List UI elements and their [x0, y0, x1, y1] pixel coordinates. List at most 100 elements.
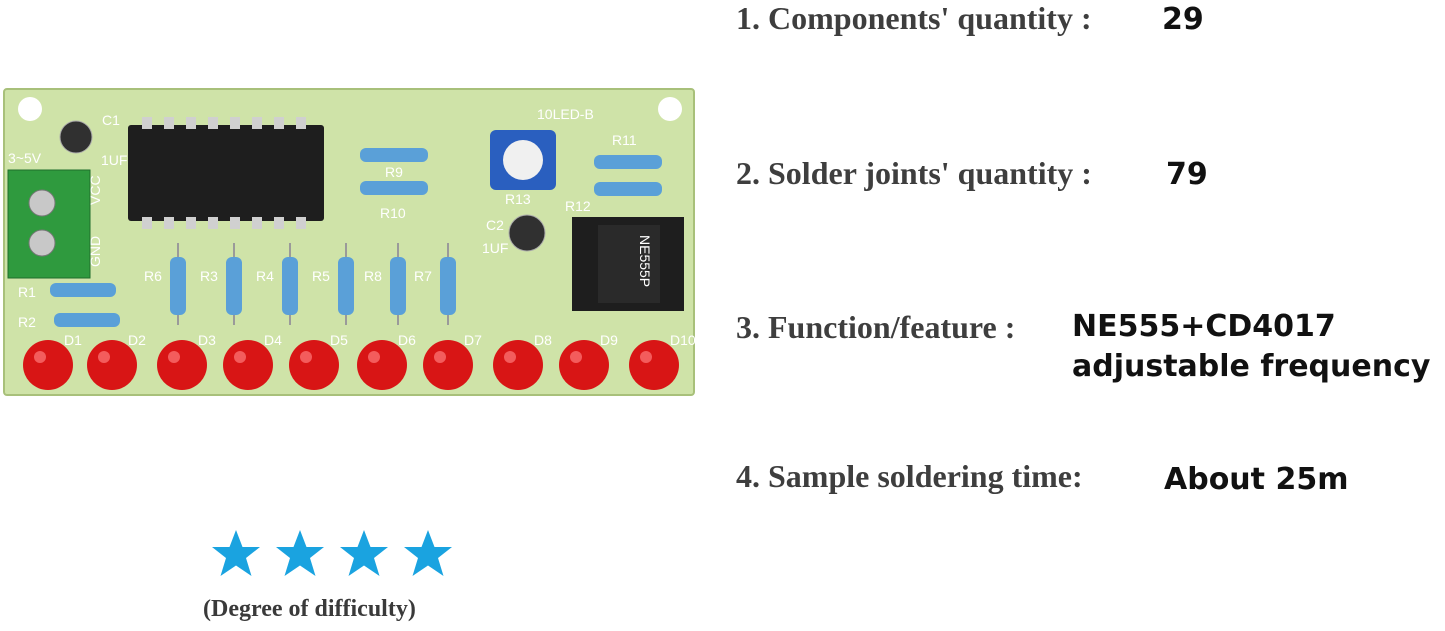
cd4017-pin-top — [208, 117, 218, 129]
cd4017-pin-top — [164, 117, 174, 129]
resistor-r7 — [440, 257, 456, 315]
star-icon — [212, 530, 260, 576]
mount-hole-left — [18, 97, 42, 121]
star-icon — [340, 530, 388, 576]
led-d7 — [423, 340, 473, 390]
cd4017-chip — [128, 125, 324, 221]
led-d8-label: D8 — [534, 332, 552, 348]
pcb-board-image: 10LED-B 3~5V VCC GND C1 1UF R9 R10 R13 C… — [0, 85, 700, 400]
led-highlight — [570, 351, 582, 363]
spec-components-label: 1. Components' quantity : — [736, 0, 1092, 36]
resistor-r8 — [390, 257, 406, 315]
led-highlight — [98, 351, 110, 363]
spec-components-value: 29 — [1162, 2, 1204, 37]
difficulty-caption: (Degree of difficulty) — [203, 596, 416, 622]
cd4017-pin-bottom — [296, 217, 306, 229]
r1-label: R1 — [18, 284, 36, 300]
led-d6-label: D6 — [398, 332, 416, 348]
resistor-r11 — [594, 155, 662, 169]
cd4017-pin-top — [296, 117, 306, 129]
led-d9-label: D9 — [600, 332, 618, 348]
star-shape — [212, 530, 260, 576]
resistor-r3 — [226, 257, 242, 315]
led-d5-label: D5 — [330, 332, 348, 348]
potentiometer-knob — [503, 140, 543, 180]
cd4017-pin-bottom — [230, 217, 240, 229]
spec-function-label: 3. Function/feature : — [736, 309, 1016, 345]
resistor-r8-label: R8 — [364, 268, 382, 284]
r9-label: R9 — [385, 164, 403, 180]
spec-solder-joints-value: 79 — [1166, 157, 1208, 192]
spec-solder-joints-label: 2. Solder joints' quantity : — [736, 155, 1092, 191]
cd4017-pin-top — [274, 117, 284, 129]
vcc-label: VCC — [87, 175, 103, 205]
cd4017-pin-top — [230, 117, 240, 129]
led-d2-label: D2 — [128, 332, 146, 348]
led-highlight — [234, 351, 246, 363]
ne555-chip-text: NE555P — [637, 235, 653, 287]
cd4017-pin-bottom — [142, 217, 152, 229]
c2-label: C2 — [486, 217, 504, 233]
led-highlight — [434, 351, 446, 363]
r12-label: R12 — [565, 198, 591, 214]
led-highlight — [640, 351, 652, 363]
mount-hole-right — [658, 97, 682, 121]
led-highlight — [368, 351, 380, 363]
terminal-screw-bottom — [28, 229, 56, 257]
led-d10-label: D10 — [670, 332, 696, 348]
resistor-r2 — [54, 313, 120, 327]
led-d8 — [493, 340, 543, 390]
led-d9 — [559, 340, 609, 390]
led-d10 — [629, 340, 679, 390]
led-d4 — [223, 340, 273, 390]
led-d5 — [289, 340, 339, 390]
terminal-screw-top — [28, 189, 56, 217]
led-d6 — [357, 340, 407, 390]
cd4017-pin-bottom — [274, 217, 284, 229]
star-shape — [276, 530, 324, 576]
spec-function-value-line1: NE555+CD4017 — [1072, 309, 1336, 344]
led-highlight — [300, 351, 312, 363]
cd4017-pin-bottom — [252, 217, 262, 229]
resistor-r10 — [360, 181, 428, 195]
resistor-r7-label: R7 — [414, 268, 432, 284]
ne555-chip — [598, 225, 660, 303]
led-d3 — [157, 340, 207, 390]
cd4017-pin-top — [142, 117, 152, 129]
capacitor-c2 — [508, 214, 546, 252]
resistor-r4 — [282, 257, 298, 315]
r11-label: R11 — [612, 132, 637, 148]
spec-soldering-time-label: 4. Sample soldering time: — [736, 458, 1083, 494]
resistor-r3-label: R3 — [200, 268, 218, 284]
star-icon — [404, 530, 452, 576]
c1-value-label: 1UF — [101, 152, 127, 168]
power-terminal-block — [7, 169, 91, 279]
resistor-r5-label: R5 — [312, 268, 330, 284]
led-highlight — [34, 351, 46, 363]
led-d1-label: D1 — [64, 332, 82, 348]
resistor-r4-label: R4 — [256, 268, 274, 284]
board-name-label: 10LED-B — [537, 106, 594, 122]
gnd-label: GND — [87, 236, 103, 267]
spec-function-value-line2: adjustable frequency — [1072, 349, 1431, 384]
led-d1 — [23, 340, 73, 390]
led-highlight — [168, 351, 180, 363]
cd4017-pin-bottom — [208, 217, 218, 229]
cd4017-pin-top — [186, 117, 196, 129]
cd4017-pin-bottom — [164, 217, 174, 229]
cd4017-pins — [142, 117, 306, 229]
resistor-r6 — [170, 257, 186, 315]
spec-soldering-time-value: About 25m — [1164, 462, 1349, 497]
cd4017-pin-top — [252, 117, 262, 129]
resistor-r12 — [594, 182, 662, 196]
voltage-label: 3~5V — [8, 150, 42, 166]
resistor-r5 — [338, 257, 354, 315]
resistor-r9 — [360, 148, 428, 162]
cd4017-pin-bottom — [186, 217, 196, 229]
star-shape — [340, 530, 388, 576]
pcb-board-svg: 10LED-B 3~5V VCC GND C1 1UF R9 R10 R13 C… — [3, 88, 696, 396]
led-d2 — [87, 340, 137, 390]
capacitor-c1 — [59, 120, 93, 154]
r10-label: R10 — [380, 205, 406, 221]
